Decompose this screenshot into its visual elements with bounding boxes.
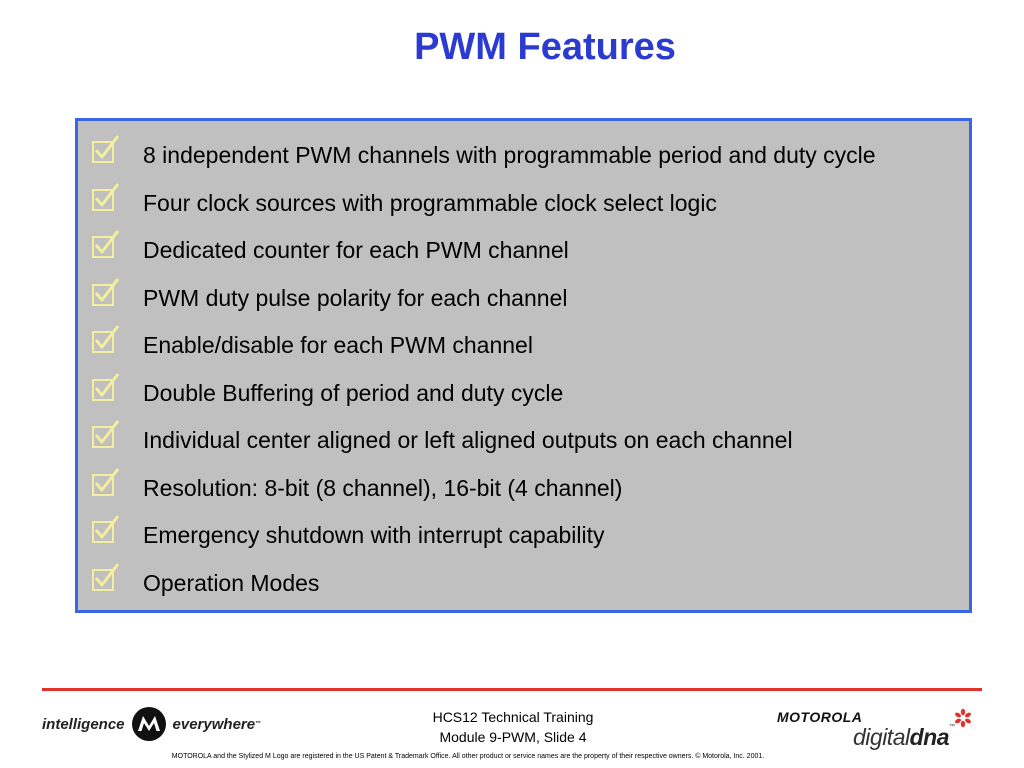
checkbox-checked-icon: [92, 467, 120, 496]
checkbox-checked-icon: [92, 230, 120, 258]
dna-flower-icon: [955, 708, 971, 728]
checkbox-checked-icon: [92, 562, 120, 591]
feature-text: Resolution: 8-bit (8 channel), 16-bit (4…: [143, 474, 623, 501]
checkbox-checked-icon: [92, 515, 120, 543]
feature-text: Enable/disable for each PWM channel: [143, 332, 533, 358]
slide-title: PWM Features: [414, 26, 676, 68]
features-panel: 8 independent PWM channels with programm…: [75, 118, 972, 613]
feature-item: Individual center aligned or left aligne…: [78, 419, 969, 467]
checkbox-checked-icon: [92, 182, 120, 211]
feature-list: 8 independent PWM channels with programm…: [78, 134, 969, 609]
feature-text: Individual center aligned or left aligne…: [143, 427, 793, 453]
feature-text: Four clock sources with programmable clo…: [143, 189, 717, 216]
digital-dna-dna: dna: [909, 724, 950, 750]
checkbox-checked-icon: [92, 135, 120, 163]
digital-dna-digital: digital: [853, 724, 910, 750]
feature-item: Enable/disable for each PWM channel: [78, 324, 969, 372]
checkbox-checked-icon: [92, 277, 120, 306]
feature-text: Double Buffering of period and duty cycl…: [143, 379, 564, 406]
brand-name: MOTOROLA: [777, 709, 863, 725]
tagline-intelligence: intelligence: [42, 715, 125, 733]
feature-item: 8 independent PWM channels with programm…: [78, 134, 969, 182]
tagline-trademark: ™: [255, 721, 262, 727]
checkbox-checked-icon: [92, 325, 120, 353]
feature-text: Operation Modes: [143, 569, 320, 596]
feature-text: Emergency shutdown with interrupt capabi…: [143, 522, 605, 548]
feature-item: Four clock sources with programmable clo…: [78, 182, 969, 230]
course-info: HCS12 Technical Training Module 9-PWM, S…: [383, 707, 643, 747]
digital-dna-logo: digitaldna™: [853, 724, 955, 751]
checkbox-checked-icon: [92, 420, 120, 448]
feature-text: 8 independent PWM channels with programm…: [143, 142, 876, 168]
footer-divider: [42, 688, 982, 691]
module-slide-number: Module 9-PWM, Slide 4: [439, 729, 587, 745]
course-title: HCS12 Technical Training: [432, 709, 594, 725]
checkbox-checked-icon: [92, 372, 120, 401]
feature-item: Dedicated counter for each PWM channel: [78, 229, 969, 277]
feature-text: Dedicated counter for each PWM channel: [143, 237, 569, 263]
feature-item: PWM duty pulse polarity for each channel: [78, 277, 969, 325]
feature-item: Double Buffering of period and duty cycl…: [78, 372, 969, 420]
feature-item: Resolution: 8-bit (8 channel), 16-bit (4…: [78, 467, 969, 515]
digital-dna-trademark: ™: [949, 724, 955, 730]
legal-notice: MOTOROLA and the Stylized M Logo are reg…: [171, 753, 765, 760]
feature-text: PWM duty pulse polarity for each channel: [143, 284, 568, 311]
tagline-everywhere: everywhere: [172, 715, 256, 733]
feature-item: Operation Modes: [78, 562, 969, 610]
motorola-m-logo-icon: [131, 707, 166, 741]
feature-item: Emergency shutdown with interrupt capabi…: [78, 514, 969, 562]
